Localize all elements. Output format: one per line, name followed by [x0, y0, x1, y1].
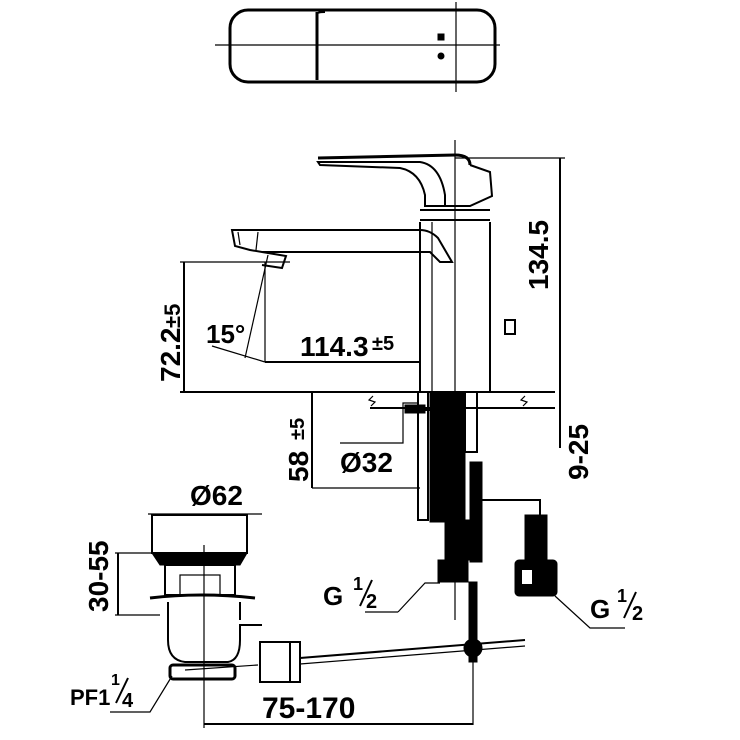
handle-top-view — [215, 2, 500, 92]
inlet-right-frac-den: 2 — [632, 603, 643, 625]
faucet-front-view — [180, 140, 558, 725]
waste-thread-label: PF1 — [70, 685, 110, 710]
inlet-right-thread-label: G — [590, 594, 610, 624]
waste-thread-frac-num: 1 — [111, 672, 120, 689]
shank-length-label: 58 — [283, 451, 314, 482]
counter-thickness-label: 9-25 — [563, 424, 594, 480]
waste-diameter-label: Ø62 — [190, 480, 243, 511]
waste-thread-frac-den: 4 — [122, 690, 134, 712]
dimensions-waste: Ø62 30-55 PF1 1 4 75-170 — [70, 480, 473, 725]
spout-reach-tolerance: ±5 — [372, 333, 394, 355]
spout-angle-label: 15° — [206, 319, 245, 349]
inlet-left-frac-den: 2 — [366, 591, 377, 613]
spout-height-tolerance: ±5 — [160, 304, 185, 328]
inlet-right-frac-num: 1 — [617, 586, 627, 606]
spout-height-label: 72.2 — [155, 328, 186, 383]
shank-length-tolerance: ±5 — [287, 418, 309, 440]
spout-reach-label: 114.3 — [300, 331, 369, 362]
pop-up-waste — [149, 514, 526, 728]
dimensions-front: 134.5 9-25 72.2 ±5 15° 114.3 ±5 58 ±5 Ø3… — [155, 157, 643, 629]
waste-height-label: 30-55 — [83, 540, 114, 612]
shank-diameter-label: Ø32 — [340, 447, 393, 478]
total-height-label: 134.5 — [523, 220, 554, 290]
rod-distance-label: 75-170 — [262, 692, 355, 725]
inlet-left-thread-label: G — [323, 581, 343, 611]
inlet-left-frac-num: 1 — [353, 574, 363, 594]
